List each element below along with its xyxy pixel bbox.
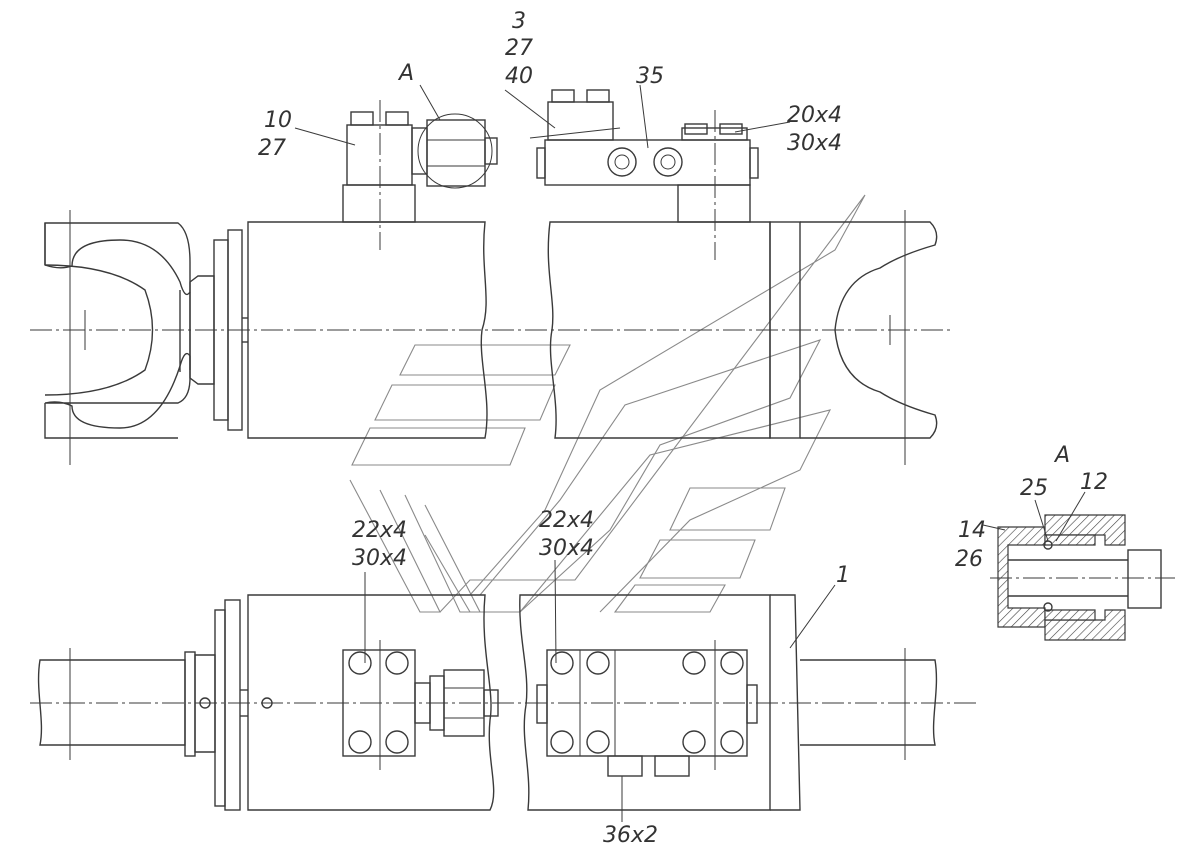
- callout-20x4: 20x4: [787, 103, 842, 128]
- leader-lines-top: [294, 84, 791, 149]
- top-view: [30, 84, 950, 465]
- callout-36x2: 36x2: [603, 823, 658, 848]
- leader-lines-bottom: [364, 559, 836, 822]
- callout-22x4: 22x4: [352, 518, 407, 543]
- bolt-block-right: [536, 640, 758, 812]
- callout-labels: A 10 27 3 27 40 35 20x4 30x4 22x4 30x4 2…: [258, 9, 1108, 848]
- callout-25: 25: [1020, 476, 1048, 501]
- cylinder-body-right: [547, 221, 801, 439]
- callout-1: 1: [836, 563, 850, 588]
- callout-22x4: 22x4: [539, 508, 594, 533]
- detail-a-title: A: [1053, 443, 1070, 468]
- callout-27: 27: [258, 136, 286, 161]
- callout-10: 10: [264, 108, 292, 133]
- bottom-view: [30, 559, 980, 822]
- port-block-left: [342, 100, 498, 250]
- callout-3: 3: [512, 9, 526, 34]
- callout-30x4: 30x4: [539, 536, 594, 561]
- callout-14: 14: [958, 518, 986, 543]
- cylinder-body-left: [247, 221, 488, 439]
- callout-26: 26: [955, 547, 983, 572]
- right-clevis-fork: [800, 210, 938, 465]
- left-clevis-fork: [44, 210, 191, 465]
- watermark-logo: [349, 194, 866, 613]
- rod-gland: [179, 229, 248, 431]
- callout-40: 40: [505, 64, 533, 89]
- callout-30x4: 30x4: [352, 546, 407, 571]
- callout-35: 35: [636, 64, 664, 89]
- callout-27: 27: [505, 36, 533, 61]
- callout-12: 12: [1080, 470, 1108, 495]
- callout-view-a: A: [397, 61, 414, 86]
- valve-block-right: [529, 89, 759, 260]
- bolt-block-left: [342, 640, 499, 770]
- callout-30x4: 30x4: [787, 131, 842, 156]
- detail-a: [982, 491, 1175, 641]
